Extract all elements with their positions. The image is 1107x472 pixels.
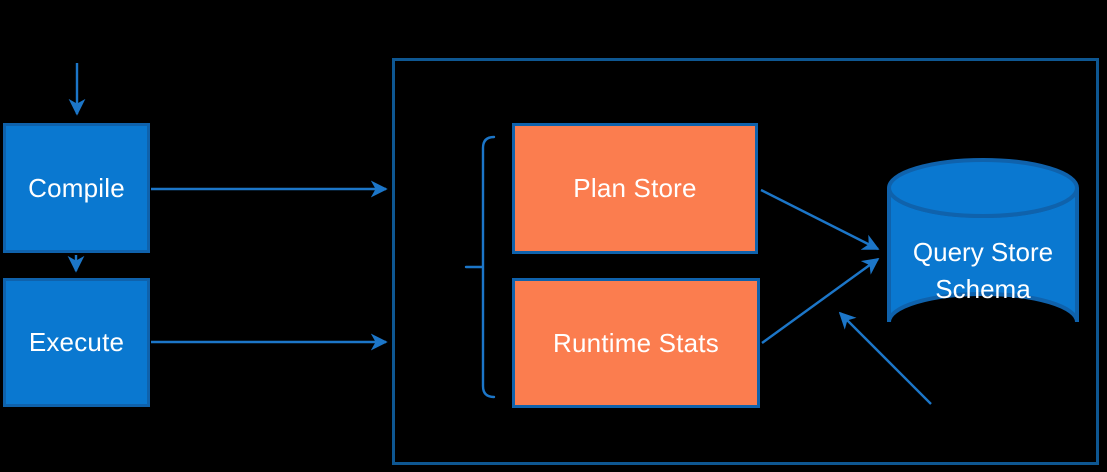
query-store-container-box (392, 58, 1099, 465)
compile-node: Compile (3, 123, 150, 253)
runtime-stats-to-schema-arrow (761, 258, 880, 344)
execute-node: Execute (3, 278, 150, 407)
compile-label: Compile (28, 172, 125, 203)
plan-store-label: Plan Store (573, 173, 697, 203)
query-store-schema-label: Query Store Schema (912, 237, 1054, 304)
external-to-schema-arrow (838, 311, 932, 405)
execute-label: Execute (28, 327, 125, 357)
runtime-stats-node: Runtime Stats (512, 278, 760, 408)
database-cylinder-icon (887, 158, 1079, 323)
runtime-stats-label: Runtime Stats (553, 327, 719, 358)
plan-store-node: Plan Store (512, 123, 758, 254)
plan-store-to-schema-arrow (760, 188, 880, 251)
grouping-bracket (464, 135, 496, 399)
cylinder-top (887, 158, 1079, 218)
